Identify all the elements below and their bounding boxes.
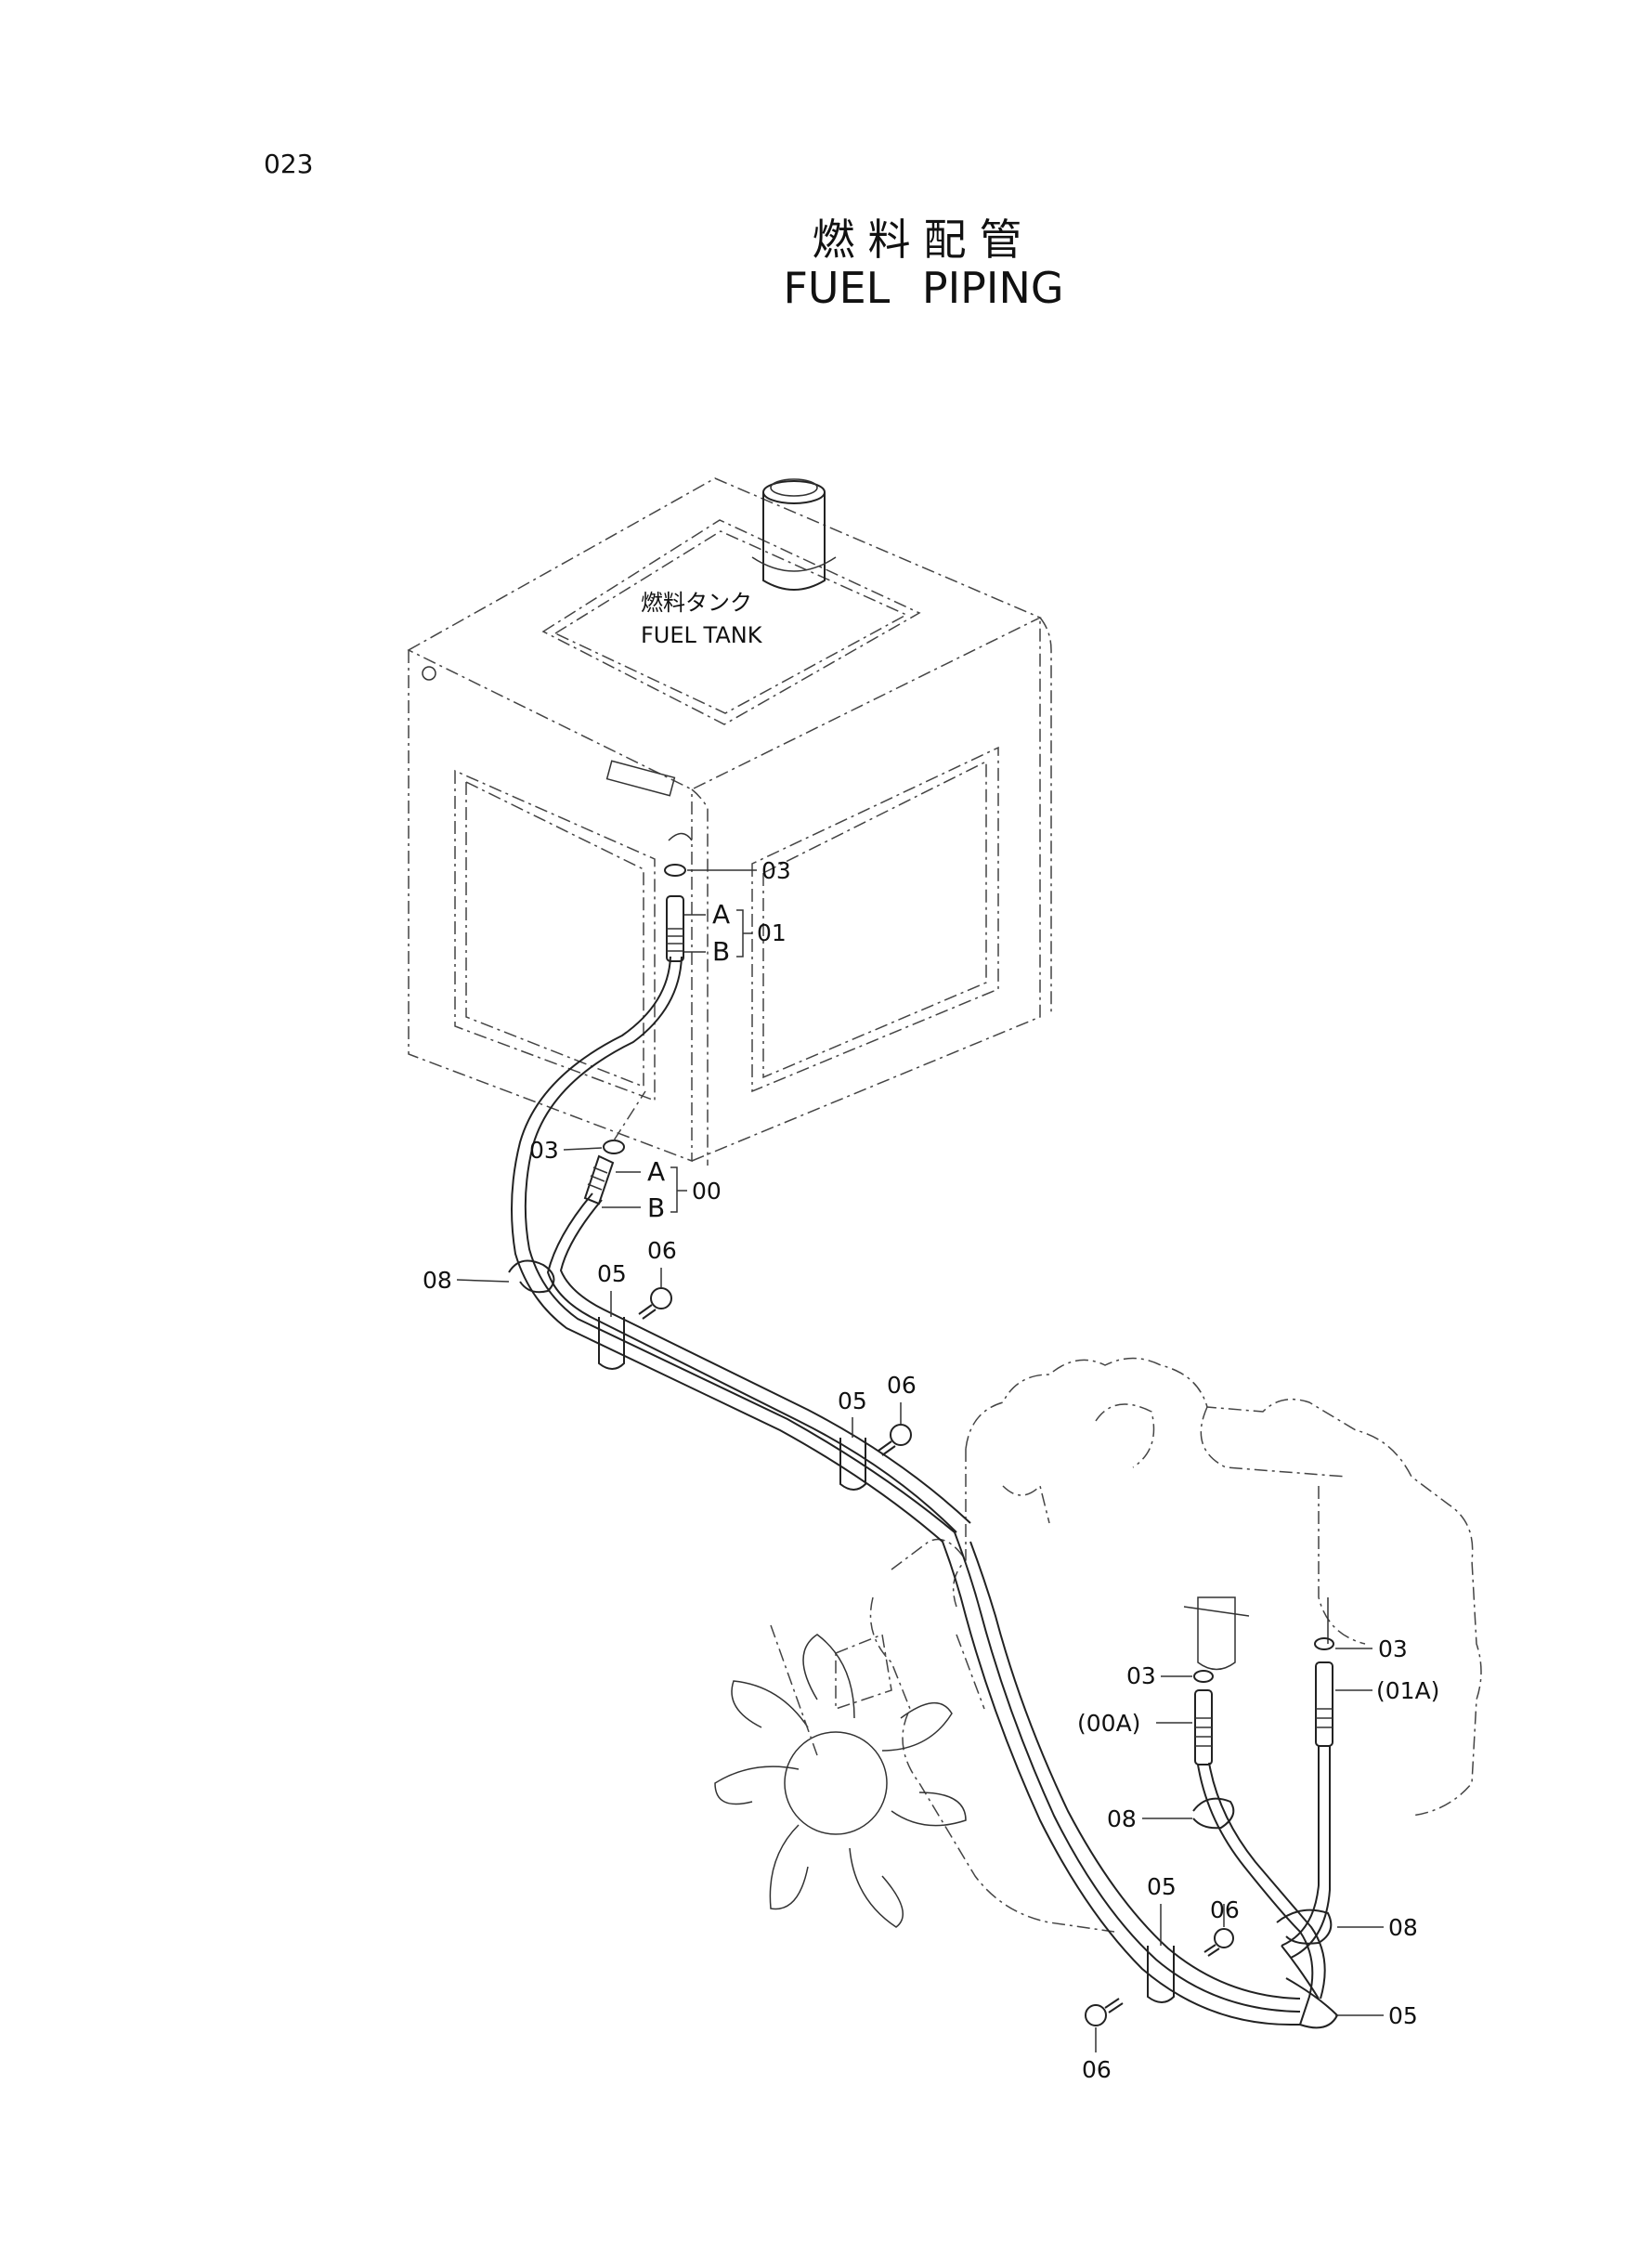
clip-08-c xyxy=(1276,1909,1333,1945)
callout-a-top: A xyxy=(712,899,730,930)
callout-03-tank-bottom: 03 xyxy=(529,1137,559,1164)
bolt-06-a xyxy=(638,1287,672,1320)
clamp-05-b xyxy=(839,1438,866,1491)
callout-05-d: 05 xyxy=(1388,2002,1418,2029)
bolt-06-d xyxy=(1085,1998,1124,2026)
leader-lines xyxy=(456,869,1384,2052)
fan-drawing xyxy=(714,1624,985,1928)
fitting-01 xyxy=(664,864,686,962)
callout-08-a: 08 xyxy=(423,1267,452,1294)
bolt-06-c xyxy=(1203,1928,1234,1957)
callout-06-c: 06 xyxy=(1210,1896,1240,1923)
fitting-00 xyxy=(583,1090,646,1205)
clamp-05-c xyxy=(1147,1946,1175,2003)
fitting-00a xyxy=(1193,1670,1214,1765)
callout-03-left: 03 xyxy=(1126,1662,1156,1689)
callout-06-a: 06 xyxy=(647,1237,677,1264)
callout-01: 01 xyxy=(757,919,787,946)
callout-08-b: 08 xyxy=(1107,1805,1137,1832)
page-title-english: FUEL PIPING xyxy=(783,263,1064,313)
callout-a-mid: A xyxy=(647,1156,665,1187)
callout-b-mid: B xyxy=(647,1192,665,1223)
callout-01a: (01A) xyxy=(1376,1677,1439,1704)
callout-05-a: 05 xyxy=(597,1260,627,1287)
fuel-pipe-main xyxy=(511,956,1331,2026)
fitting-01a xyxy=(1314,1637,1334,1747)
callout-05-b: 05 xyxy=(838,1388,867,1414)
page-title-japanese: 燃料配管 xyxy=(812,215,1035,265)
fuel-tank-label-jp: 燃料タンク xyxy=(641,590,752,616)
callout-06-d: 06 xyxy=(1082,2056,1112,2083)
callout-06-b: 06 xyxy=(887,1372,917,1399)
callout-05-c: 05 xyxy=(1147,1873,1177,1900)
callout-08-c: 08 xyxy=(1388,1914,1418,1941)
callout-03-right: 03 xyxy=(1378,1635,1408,1662)
clip-08-a xyxy=(508,1259,555,1294)
callout-00: 00 xyxy=(692,1178,722,1205)
clamp-05-a xyxy=(598,1317,625,1370)
clip-08-b xyxy=(1192,1797,1235,1830)
page-number: 023 xyxy=(264,149,314,179)
callout-00a: (00A) xyxy=(1077,1710,1140,1737)
callout-b-top: B xyxy=(712,936,730,967)
bolt-06-b xyxy=(878,1424,912,1456)
fuel-tank-drawing xyxy=(407,477,1052,1166)
fuel-tank-label-en: FUEL TANK xyxy=(641,622,763,648)
callout-03-tank-top: 03 xyxy=(761,857,791,884)
